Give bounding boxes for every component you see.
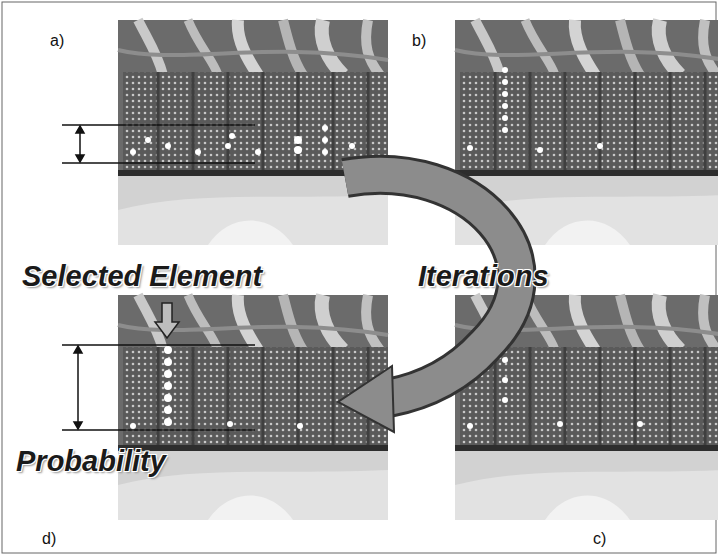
annotation-label: Iterations	[418, 260, 549, 293]
panel-label: a)	[50, 32, 64, 50]
annotation-label: Probability	[16, 445, 166, 478]
panel-label: c)	[593, 530, 606, 548]
panel-label: b)	[412, 32, 426, 50]
annotation-label: Selected Element	[22, 260, 262, 293]
panel-label: d)	[42, 530, 56, 548]
